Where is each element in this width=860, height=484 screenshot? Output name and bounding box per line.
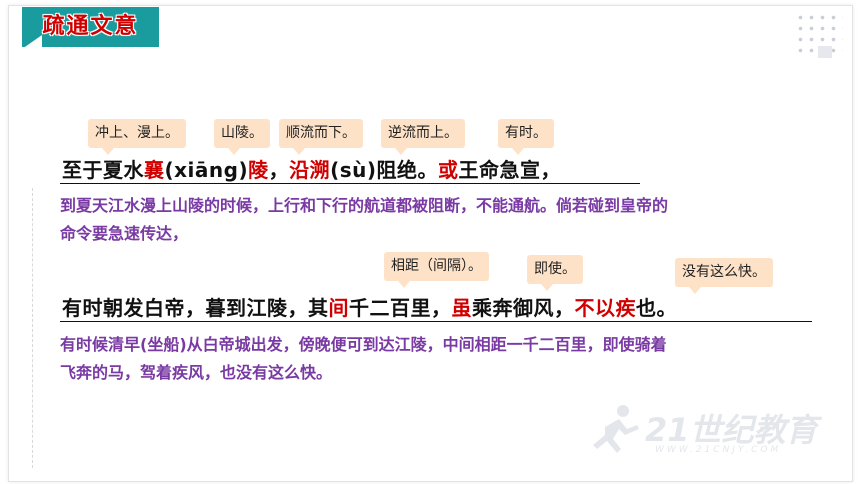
watermark-logo-text: 21世纪教育: [645, 411, 818, 449]
section-title: 疏通文意: [22, 7, 159, 47]
text-segment: 王命急宣，: [458, 158, 562, 182]
text-segment: (xiāng): [164, 158, 249, 182]
text-segment: 有时朝发白帝，暮到江陵，其: [62, 296, 329, 320]
original-line-2: 有时朝发白帝，暮到江陵，其间千二百里，虽乘奔御风，不以疾也。: [62, 292, 677, 321]
highlight-word: 陵: [248, 158, 269, 182]
highlight-word: 沿溯: [289, 158, 331, 182]
text-segment: (sù)阻绝。: [330, 158, 439, 182]
dashed-guide-line: [32, 188, 33, 468]
note-xiangju: 相距（间隔）。: [384, 252, 489, 288]
highlight-word: 或: [438, 158, 459, 182]
text-segment: 也。: [636, 296, 677, 320]
translation-1-line-2: 命令要急速传达，: [60, 224, 189, 243]
text-segment: 至于夏水: [62, 158, 144, 182]
translation-1-line-1: 到夏天江水漫上山陵的时候，上行和下行的航道都被阻断，不能通航。倘若碰到皇帝的: [60, 196, 669, 215]
highlight-word: 间: [328, 296, 349, 320]
highlight-word: 虽: [451, 296, 472, 320]
corner-decoration: [818, 46, 832, 58]
watermark-url: WWW.21CNJY.COM: [655, 445, 782, 455]
text-segment: 乘奔御风，: [472, 296, 575, 320]
original-line-1: 至于夏水襄(xiāng)陵，沿溯(sù)阻绝。或王命急宣，: [62, 154, 561, 183]
underline-2: [60, 321, 812, 322]
note-chongshang: 冲上、漫上。: [88, 119, 186, 155]
runner-icon: [593, 405, 639, 453]
highlight-word: 不以疾: [574, 296, 636, 320]
text-segment: ，: [268, 158, 290, 182]
translation-2-line-1: 有时候清早(坐船)从白帝城出发，傍晚便可到达江陵，中间相距一千二百里，即使骑着: [60, 335, 667, 354]
note-youshi: 有时。: [498, 119, 554, 155]
highlight-word: 襄: [144, 158, 165, 182]
note-meiyou: 没有这么快。: [675, 258, 773, 294]
slide-frame: [8, 5, 853, 482]
text-segment: 千二百里，: [349, 296, 452, 320]
underline-1: [60, 183, 640, 184]
watermark-logo: 21世纪教育 WWW.21CNJY.COM: [585, 395, 860, 465]
note-shanling: 山陵。: [214, 119, 270, 155]
note-shunliu: 顺流而下。: [279, 119, 363, 155]
note-niliu: 逆流而上。: [381, 119, 465, 155]
translation-2-line-2: 飞奔的马，驾着疾风，也没有这么快。: [60, 363, 333, 382]
note-jishi: 即使。: [527, 255, 583, 291]
